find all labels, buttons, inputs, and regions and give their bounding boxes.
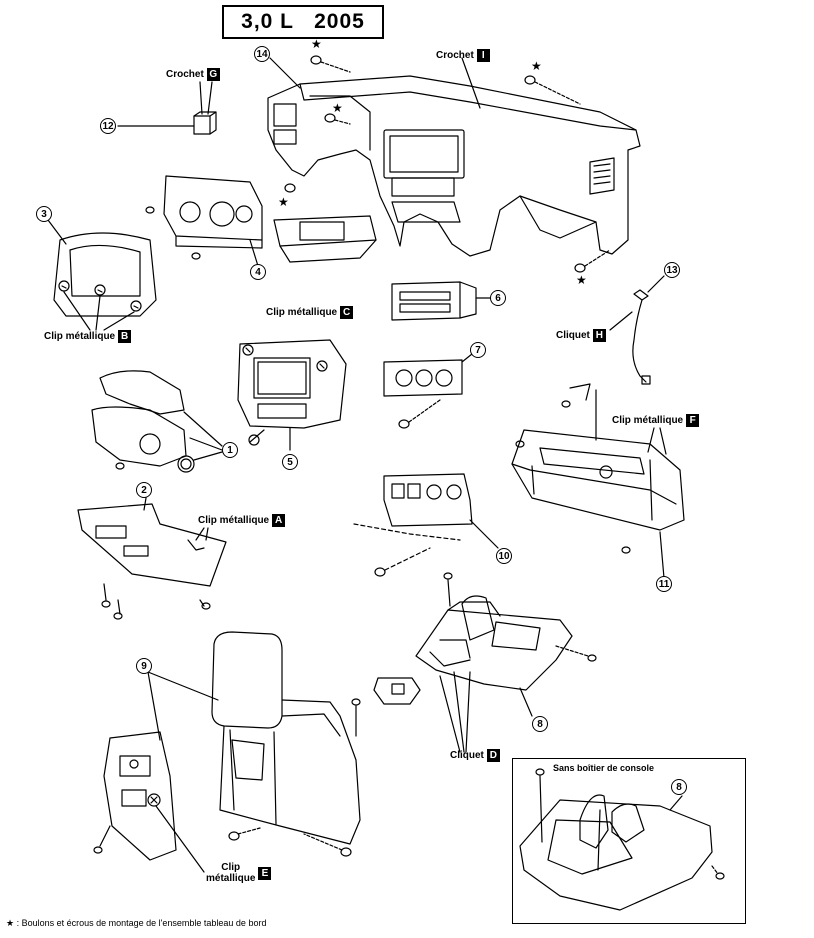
lower-panel (77, 497, 227, 620)
dashboard-bolts (269, 55, 611, 273)
crochet-g-bracket (117, 81, 217, 135)
dashboard-panel (267, 75, 641, 257)
part-number-8: 8 (532, 716, 548, 732)
part-number-1: 1 (222, 442, 238, 458)
center-bezel (237, 339, 347, 451)
climate-control (383, 353, 473, 429)
part-number-2: 2 (136, 482, 152, 498)
armrest-console (147, 631, 361, 857)
radio-unit (391, 281, 491, 321)
part-number-13: 13 (664, 262, 680, 278)
engine-year-title: 3,0 L 2005 (222, 5, 384, 39)
star-marker: ★ (278, 195, 289, 209)
instrument-cluster (145, 175, 263, 267)
part-number-7: 7 (470, 342, 486, 358)
inset-without-console-box: Sans boîtier de console 8 (512, 758, 746, 924)
inset-title: Sans boîtier de console (553, 763, 655, 773)
cluster-lens (273, 215, 377, 263)
part-number-8-inset: 8 (671, 779, 687, 795)
footnote: ★ : Boulons et écrous de montage de l'en… (6, 918, 267, 928)
rear-console-panel (93, 731, 205, 873)
glove-box (511, 383, 685, 579)
console-shifter (373, 572, 597, 753)
steering-column-cover (91, 370, 223, 473)
part-number-4: 4 (250, 264, 266, 280)
cliquet-h-harness (609, 275, 665, 385)
part-number-10: 10 (496, 548, 512, 564)
part-number-5: 5 (282, 454, 298, 470)
star-marker: ★ (531, 59, 542, 73)
cluster-bezel (47, 219, 157, 331)
inset-console-drawing (519, 768, 725, 911)
part-number-11: 11 (656, 576, 672, 592)
star-marker: ★ (576, 273, 587, 287)
part-number-14: 14 (254, 46, 270, 62)
switch-panel (353, 473, 499, 577)
part-number-12: 12 (100, 118, 116, 134)
star-marker: ★ (311, 37, 322, 51)
star-marker: ★ (332, 101, 343, 115)
part-number-6: 6 (490, 290, 506, 306)
part-number-9: 9 (136, 658, 152, 674)
part-number-3: 3 (36, 206, 52, 222)
